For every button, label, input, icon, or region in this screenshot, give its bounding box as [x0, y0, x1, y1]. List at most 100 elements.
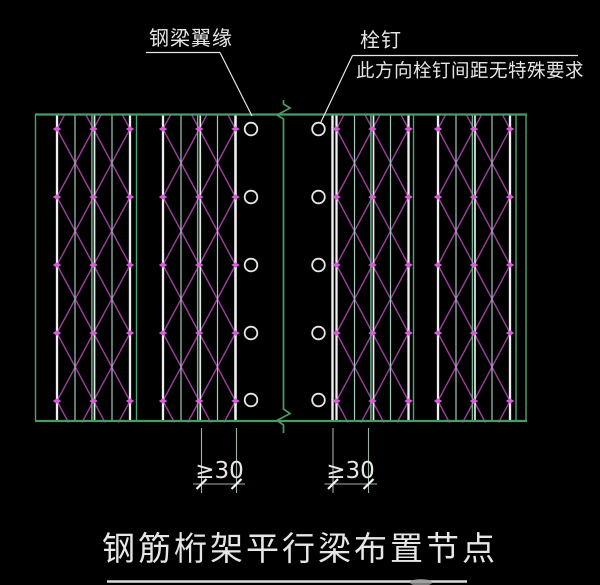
lattice-node: [433, 398, 443, 404]
lattice-node: [332, 262, 341, 268]
stud-leader-line: [319, 55, 354, 124]
lattice-node: [52, 330, 62, 336]
lattice-node: [158, 262, 168, 268]
lattice-diagonal: [501, 113, 511, 130]
lattice-node: [89, 262, 98, 268]
dimension-text-right: ≥30: [326, 458, 375, 484]
lattice-diagonal: [162, 113, 173, 130]
lattice-diagonal: [335, 113, 346, 130]
lattice-node: [231, 194, 240, 200]
lattice-node: [433, 262, 443, 268]
lattice-diagonal: [190, 113, 200, 130]
lattice-diagonal: [371, 400, 385, 423]
lattice-node: [231, 398, 240, 404]
lattice-diagonal: [363, 113, 374, 130]
lattice-node: [195, 126, 204, 132]
lattice-node: [469, 194, 479, 200]
stud-circle: [243, 325, 259, 341]
dimension-tick: [362, 478, 375, 490]
watermark-dot: [410, 579, 432, 585]
lattice-node: [125, 194, 135, 200]
lattice-node: [195, 398, 204, 404]
truss-structure: [34, 100, 527, 493]
lattice-diagonal: [56, 400, 70, 423]
lattice-node: [158, 330, 168, 336]
lattice-diagonal: [186, 400, 200, 423]
lattice-node: [505, 330, 515, 336]
lattice-node: [469, 398, 479, 404]
lattice-diagonal: [497, 400, 511, 423]
stud-label: 栓钉: [360, 28, 402, 52]
lattice-node: [332, 330, 341, 336]
lattice-diagonal: [226, 113, 237, 130]
lattice-diagonal: [461, 400, 475, 423]
lattice-diagonal: [473, 400, 487, 423]
lattice-diagonal: [473, 113, 483, 130]
lattice-node: [505, 194, 515, 200]
lattice-node: [52, 126, 62, 132]
lattice-node: [368, 194, 377, 200]
lattice-diagonal: [223, 400, 237, 423]
lattice-node: [231, 330, 240, 336]
lattice-node: [195, 330, 204, 336]
lattice-diagonal: [360, 400, 374, 423]
lattice-node: [368, 262, 377, 268]
drawing-title: 钢筋桁架平行梁布置节点: [102, 529, 498, 568]
dimension-tick: [230, 478, 243, 490]
lattice-diagonal: [162, 400, 176, 423]
lattice-node: [505, 398, 515, 404]
lattice-node: [505, 126, 515, 132]
lattice-node: [433, 194, 443, 200]
lattice-node: [125, 398, 135, 404]
lattice-diagonal: [371, 113, 382, 130]
lattice-node: [469, 262, 479, 268]
lattice-node: [52, 398, 62, 404]
lattice-node: [89, 330, 98, 336]
lattice-node: [231, 262, 240, 268]
lattice-node: [89, 194, 98, 200]
lattice-node: [469, 126, 479, 132]
lattice-node: [52, 262, 62, 268]
lattice-node: [404, 262, 413, 268]
lattice-diagonal: [396, 400, 410, 423]
lattice-node: [368, 126, 377, 132]
dimension-tick: [195, 478, 208, 490]
stud-circle: [243, 121, 259, 137]
lattice-node: [158, 398, 168, 404]
lattice-diagonal: [81, 400, 95, 423]
lattice-diagonal: [437, 400, 451, 423]
lattice-diagonal: [465, 113, 475, 130]
lattice-node: [332, 126, 341, 132]
lattice-node: [368, 330, 377, 336]
dimension-text-left: ≥30: [195, 458, 244, 484]
lattice-node: [404, 126, 413, 132]
lattice-node: [52, 194, 62, 200]
lattice-node: [158, 126, 168, 132]
lattice-diagonal: [117, 400, 131, 423]
stud-circle: [311, 325, 326, 341]
lattice-diagonal: [84, 113, 95, 130]
lattice-node: [404, 398, 413, 404]
stud-circle: [311, 392, 326, 408]
lattice-node: [89, 126, 98, 132]
lattice-node: [505, 262, 515, 268]
lattice-diagonal: [120, 113, 131, 130]
stud-circle: [311, 189, 326, 205]
lattice-node: [195, 262, 204, 268]
lattice-node: [332, 194, 341, 200]
lattice-node: [125, 330, 135, 336]
lattice-node: [89, 398, 98, 404]
lattice-node: [195, 194, 204, 200]
stud-circle: [243, 257, 259, 273]
lattice-diagonal: [198, 400, 212, 423]
dimension-tick: [327, 478, 339, 490]
lattice-node: [469, 330, 479, 336]
flange-label: 钢梁翼缘: [149, 26, 233, 50]
lattice-diagonal: [198, 113, 209, 130]
lattice-diagonal: [92, 113, 103, 130]
lattice-node: [433, 330, 443, 336]
stud-circle: [311, 121, 326, 137]
lattice-node: [368, 398, 377, 404]
